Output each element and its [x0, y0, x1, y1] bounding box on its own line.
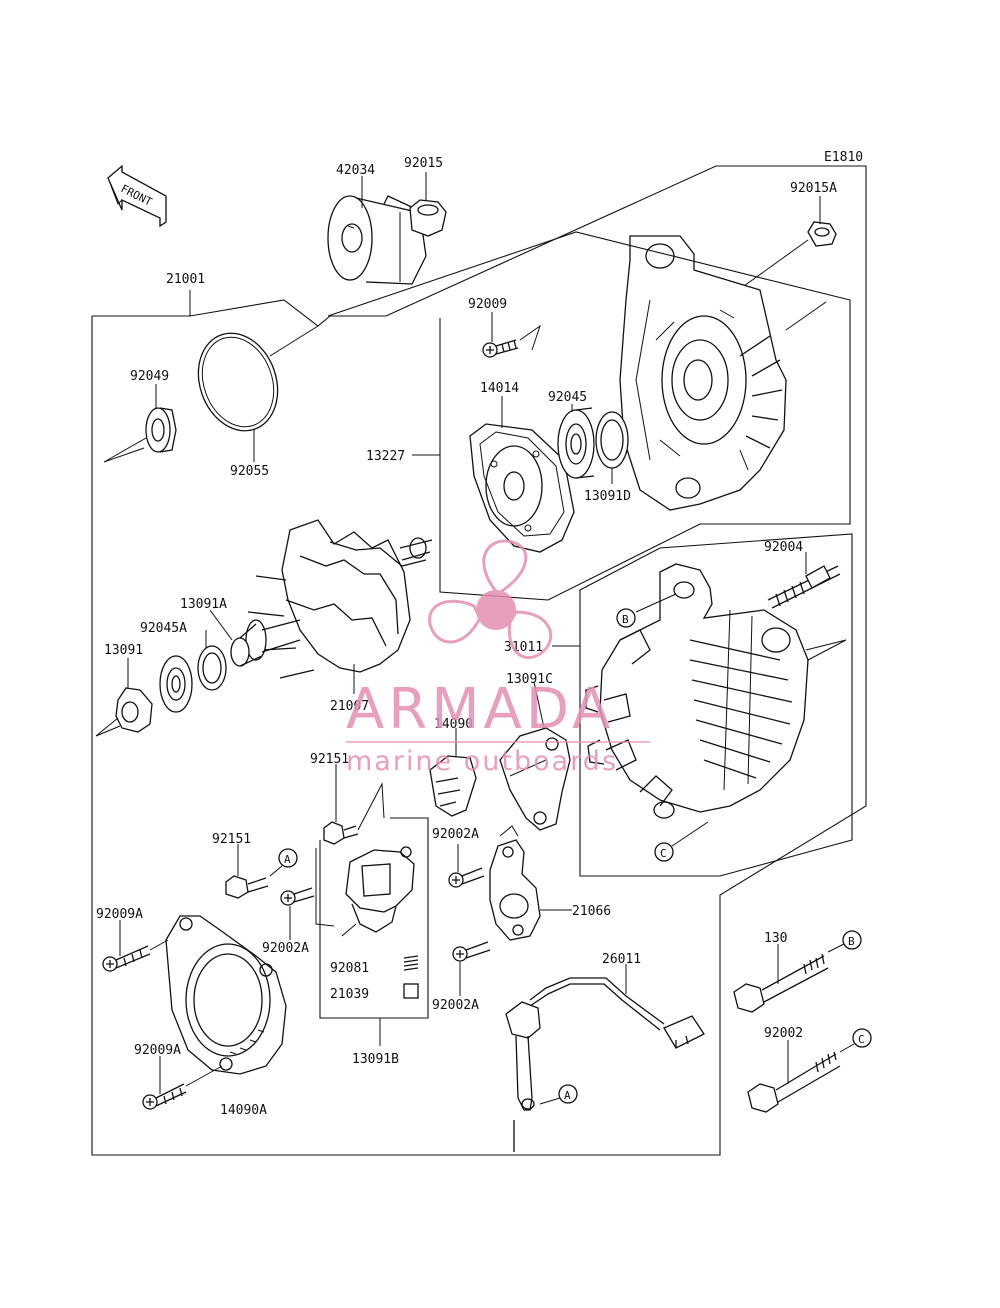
label-92002a-center: 92002A [432, 827, 479, 842]
front-arrow-icon: FRONT [107, 164, 167, 228]
ref-b-housing [616, 608, 636, 628]
alternator-housing [585, 563, 809, 819]
spring-92081 [403, 955, 419, 971]
label-92009a-upper: 92009A [96, 907, 143, 922]
diagram-code: E1810 [824, 150, 863, 165]
ref-b-bolt-label: B [848, 935, 855, 948]
ref-c-housing-label: C [660, 847, 667, 860]
label-26011: 26011 [602, 952, 641, 967]
brush-holder-14090 [429, 755, 477, 817]
pulley [327, 195, 427, 285]
label-92045a: 92045A [140, 621, 187, 636]
label-92009: 92009 [468, 297, 507, 312]
bearing-92045 [557, 407, 595, 479]
bolt-92151-lower [225, 875, 269, 899]
watermark-tagline: marine outboards [346, 746, 618, 777]
bolt-130 [733, 953, 829, 1013]
bearing-plate [469, 423, 575, 553]
rotor-21007 [230, 519, 433, 679]
seal-13091a [197, 645, 227, 691]
rectifier-21066 [489, 825, 541, 941]
label-21066: 21066 [572, 904, 611, 919]
label-92009a-lower: 92009A [134, 1043, 181, 1058]
screw-92009 [482, 339, 519, 358]
rear-cover-14090a [165, 915, 287, 1075]
label-14090: 14090 [434, 717, 473, 732]
ref-c-bolt [852, 1028, 872, 1048]
ref-c-bolt-label: C [858, 1033, 865, 1046]
stud-92004 [767, 565, 841, 609]
screw-92009a-lower [142, 1083, 187, 1110]
regulator [345, 846, 415, 933]
label-21039: 21039 [330, 987, 369, 1002]
collar-13091 [115, 687, 153, 733]
front-cover [619, 235, 787, 511]
ref-a-upper-label: A [284, 853, 291, 866]
ref-b-bolt [842, 930, 862, 950]
nut-92015 [409, 199, 447, 237]
label-92002a-bottom: 92002A [432, 998, 479, 1013]
label-14014: 14014 [480, 381, 519, 396]
brush-21039 [403, 983, 419, 999]
seal-13091d [595, 411, 629, 469]
screw-92002a-left [280, 887, 315, 906]
ref-a-upper [278, 848, 298, 868]
bearing-92045a [159, 655, 193, 713]
label-42034: 42034 [336, 163, 375, 178]
label-92081: 92081 [330, 961, 369, 976]
bolt-92002 [747, 1051, 841, 1113]
main-outline [91, 165, 867, 1156]
label-13091a: 13091A [180, 597, 227, 612]
propeller-logo-icon [428, 539, 553, 660]
ref-a-lower [558, 1084, 578, 1104]
label-14090a: 14090A [220, 1103, 267, 1118]
label-21001: 21001 [166, 272, 205, 287]
lead-wire-26011 [505, 977, 705, 1152]
label-13091b: 13091B [352, 1052, 399, 1067]
bearing-92049 [145, 407, 177, 453]
label-92151-lower: 92151 [212, 832, 251, 847]
label-92015a: 92015A [790, 181, 837, 196]
brush-group-outline [319, 817, 429, 1019]
label-92002a-left: 92002A [262, 941, 309, 956]
label-92004: 92004 [764, 540, 803, 555]
screw-92002a-center [448, 867, 485, 888]
label-92151-upper: 92151 [310, 752, 349, 767]
ref-c-housing [654, 842, 674, 862]
label-92002: 92002 [764, 1026, 803, 1041]
holder-13091c [499, 727, 571, 831]
label-21007: 21007 [330, 699, 369, 714]
watermark-brand: ARMADA [346, 677, 614, 742]
front-cover-outline [327, 231, 851, 601]
armada-watermark: ARMADA marine outboards [346, 539, 650, 777]
screw-92002a-bottom [452, 941, 491, 962]
nut-92015a [807, 221, 837, 247]
ref-b-housing-label: B [622, 613, 629, 626]
label-92045: 92045 [548, 390, 587, 405]
label-13091c: 13091C [506, 672, 553, 687]
bolt-92151-upper [323, 821, 359, 845]
label-92049: 92049 [130, 369, 169, 384]
label-92015: 92015 [404, 156, 443, 171]
screw-92009a-upper [102, 945, 151, 972]
housing-outline [579, 533, 853, 877]
label-31011: 31011 [504, 640, 543, 655]
label-13091: 13091 [104, 643, 143, 658]
ref-a-lower-label: A [564, 1089, 571, 1102]
label-92055: 92055 [230, 464, 269, 479]
label-13091d: 13091D [584, 489, 631, 504]
label-13227: 13227 [366, 449, 405, 464]
o-ring-92055 [197, 332, 279, 432]
label-130: 130 [764, 931, 787, 946]
